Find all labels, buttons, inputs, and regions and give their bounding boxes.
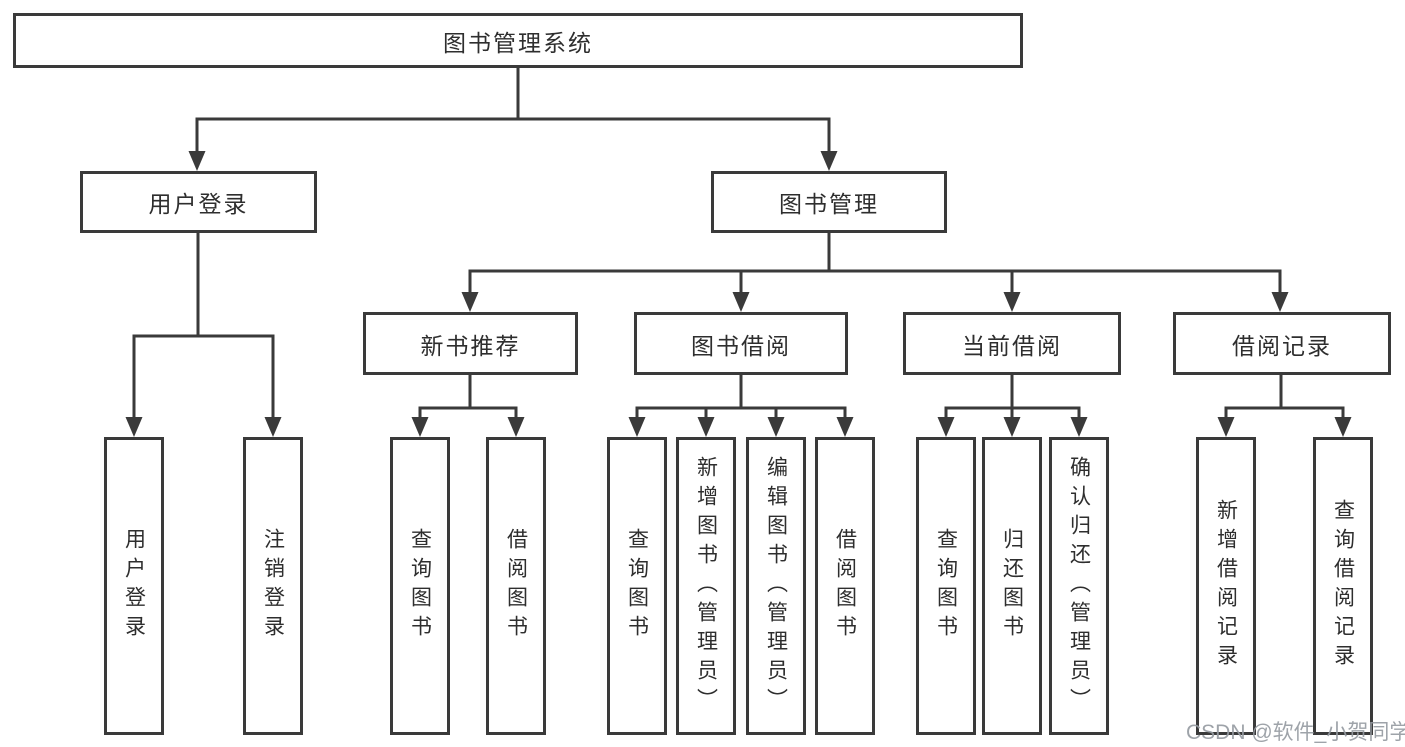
- leaf-return-books: 归还图书: [982, 437, 1042, 735]
- node-book-borrowing: 图书借阅: [634, 312, 848, 375]
- leaf-add-borrow-record: 新增借阅记录: [1196, 437, 1256, 735]
- leaf-edit-books-admin: 编辑图书（管理员）: [746, 437, 806, 735]
- leaf-label: 查询图书: [625, 528, 649, 644]
- arrowhead: [628, 417, 646, 437]
- arrowhead: [1003, 292, 1021, 312]
- leaf-label: 用户登录: [122, 528, 146, 644]
- leaf-label: 归还图书: [1000, 528, 1024, 644]
- arrowhead: [937, 417, 955, 437]
- leaf-add-books-admin: 新增图书（管理员）: [676, 437, 736, 735]
- leaf-borrow-books-recommend: 借阅图书: [486, 437, 546, 735]
- leaf-label: 编辑图书（管理员）: [764, 455, 788, 717]
- node-library-system: 图书管理系统: [13, 13, 1023, 68]
- arrowhead: [1003, 417, 1021, 437]
- leaf-confirm-return-admin: 确认归还（管理员）: [1049, 437, 1109, 735]
- connector-root: [195, 68, 831, 152]
- arrowhead: [461, 292, 479, 312]
- arrowhead: [188, 151, 206, 171]
- node-label: 新书推荐: [420, 332, 521, 359]
- leaf-label: 注销登录: [261, 528, 285, 644]
- node-new-book-recommend: 新书推荐: [363, 312, 578, 375]
- arrowhead: [1070, 417, 1088, 437]
- leaf-label: 借阅图书: [504, 528, 528, 644]
- connector-user-login: [132, 233, 275, 419]
- arrowhead: [697, 417, 715, 437]
- arrowheads: [125, 151, 1352, 437]
- node-current-borrowing: 当前借阅: [903, 312, 1121, 375]
- node-label: 图书管理系统: [443, 29, 593, 56]
- leaf-label: 新增图书（管理员）: [694, 455, 718, 717]
- node-label: 用户登录: [148, 191, 249, 217]
- node-borrowing-records: 借阅记录: [1173, 312, 1391, 375]
- connector-borrowing-records: [1224, 375, 1345, 419]
- arrowhead: [836, 417, 854, 437]
- leaf-query-books-borrowing: 查询图书: [607, 437, 667, 735]
- leaf-query-borrow-record: 查询借阅记录: [1313, 437, 1373, 735]
- connector-book-borrowing: [635, 375, 847, 419]
- node-book-management: 图书管理: [711, 171, 947, 233]
- leaf-label: 查询借阅记录: [1331, 499, 1355, 673]
- leaf-label: 查询图书: [408, 528, 432, 644]
- arrowhead: [1217, 417, 1235, 437]
- arrowhead: [732, 292, 750, 312]
- leaf-label: 查询图书: [934, 528, 958, 644]
- node-label: 当前借阅: [962, 332, 1062, 359]
- leaf-borrow-books: 借阅图书: [815, 437, 875, 735]
- node-label: 借阅记录: [1232, 332, 1332, 359]
- leaf-user-login: 用户登录: [104, 437, 164, 735]
- arrowhead: [264, 417, 282, 437]
- arrowhead: [125, 417, 143, 437]
- watermark: CSDN @软件_小贺同学: [1186, 721, 1405, 744]
- leaf-query-books-current: 查询图书: [916, 437, 976, 735]
- arrowhead: [767, 417, 785, 437]
- node-user-login: 用户登录: [80, 171, 317, 233]
- arrowhead: [1271, 292, 1289, 312]
- leaf-logout: 注销登录: [243, 437, 303, 735]
- node-label: 图书管理: [779, 191, 879, 217]
- connector-book-management: [468, 233, 1282, 295]
- connector-new-book-recommend: [418, 375, 518, 419]
- arrowhead: [820, 151, 838, 171]
- arrowhead: [1334, 417, 1352, 437]
- leaf-label: 新增借阅记录: [1214, 499, 1238, 673]
- arrowhead: [411, 417, 429, 437]
- arrowhead: [507, 417, 525, 437]
- leaf-query-books-recommend: 查询图书: [390, 437, 450, 735]
- leaf-label: 借阅图书: [833, 528, 857, 644]
- node-label: 图书借阅: [691, 332, 791, 359]
- leaf-label: 确认归还（管理员）: [1067, 455, 1091, 717]
- connector-current-borrowing: [944, 375, 1081, 419]
